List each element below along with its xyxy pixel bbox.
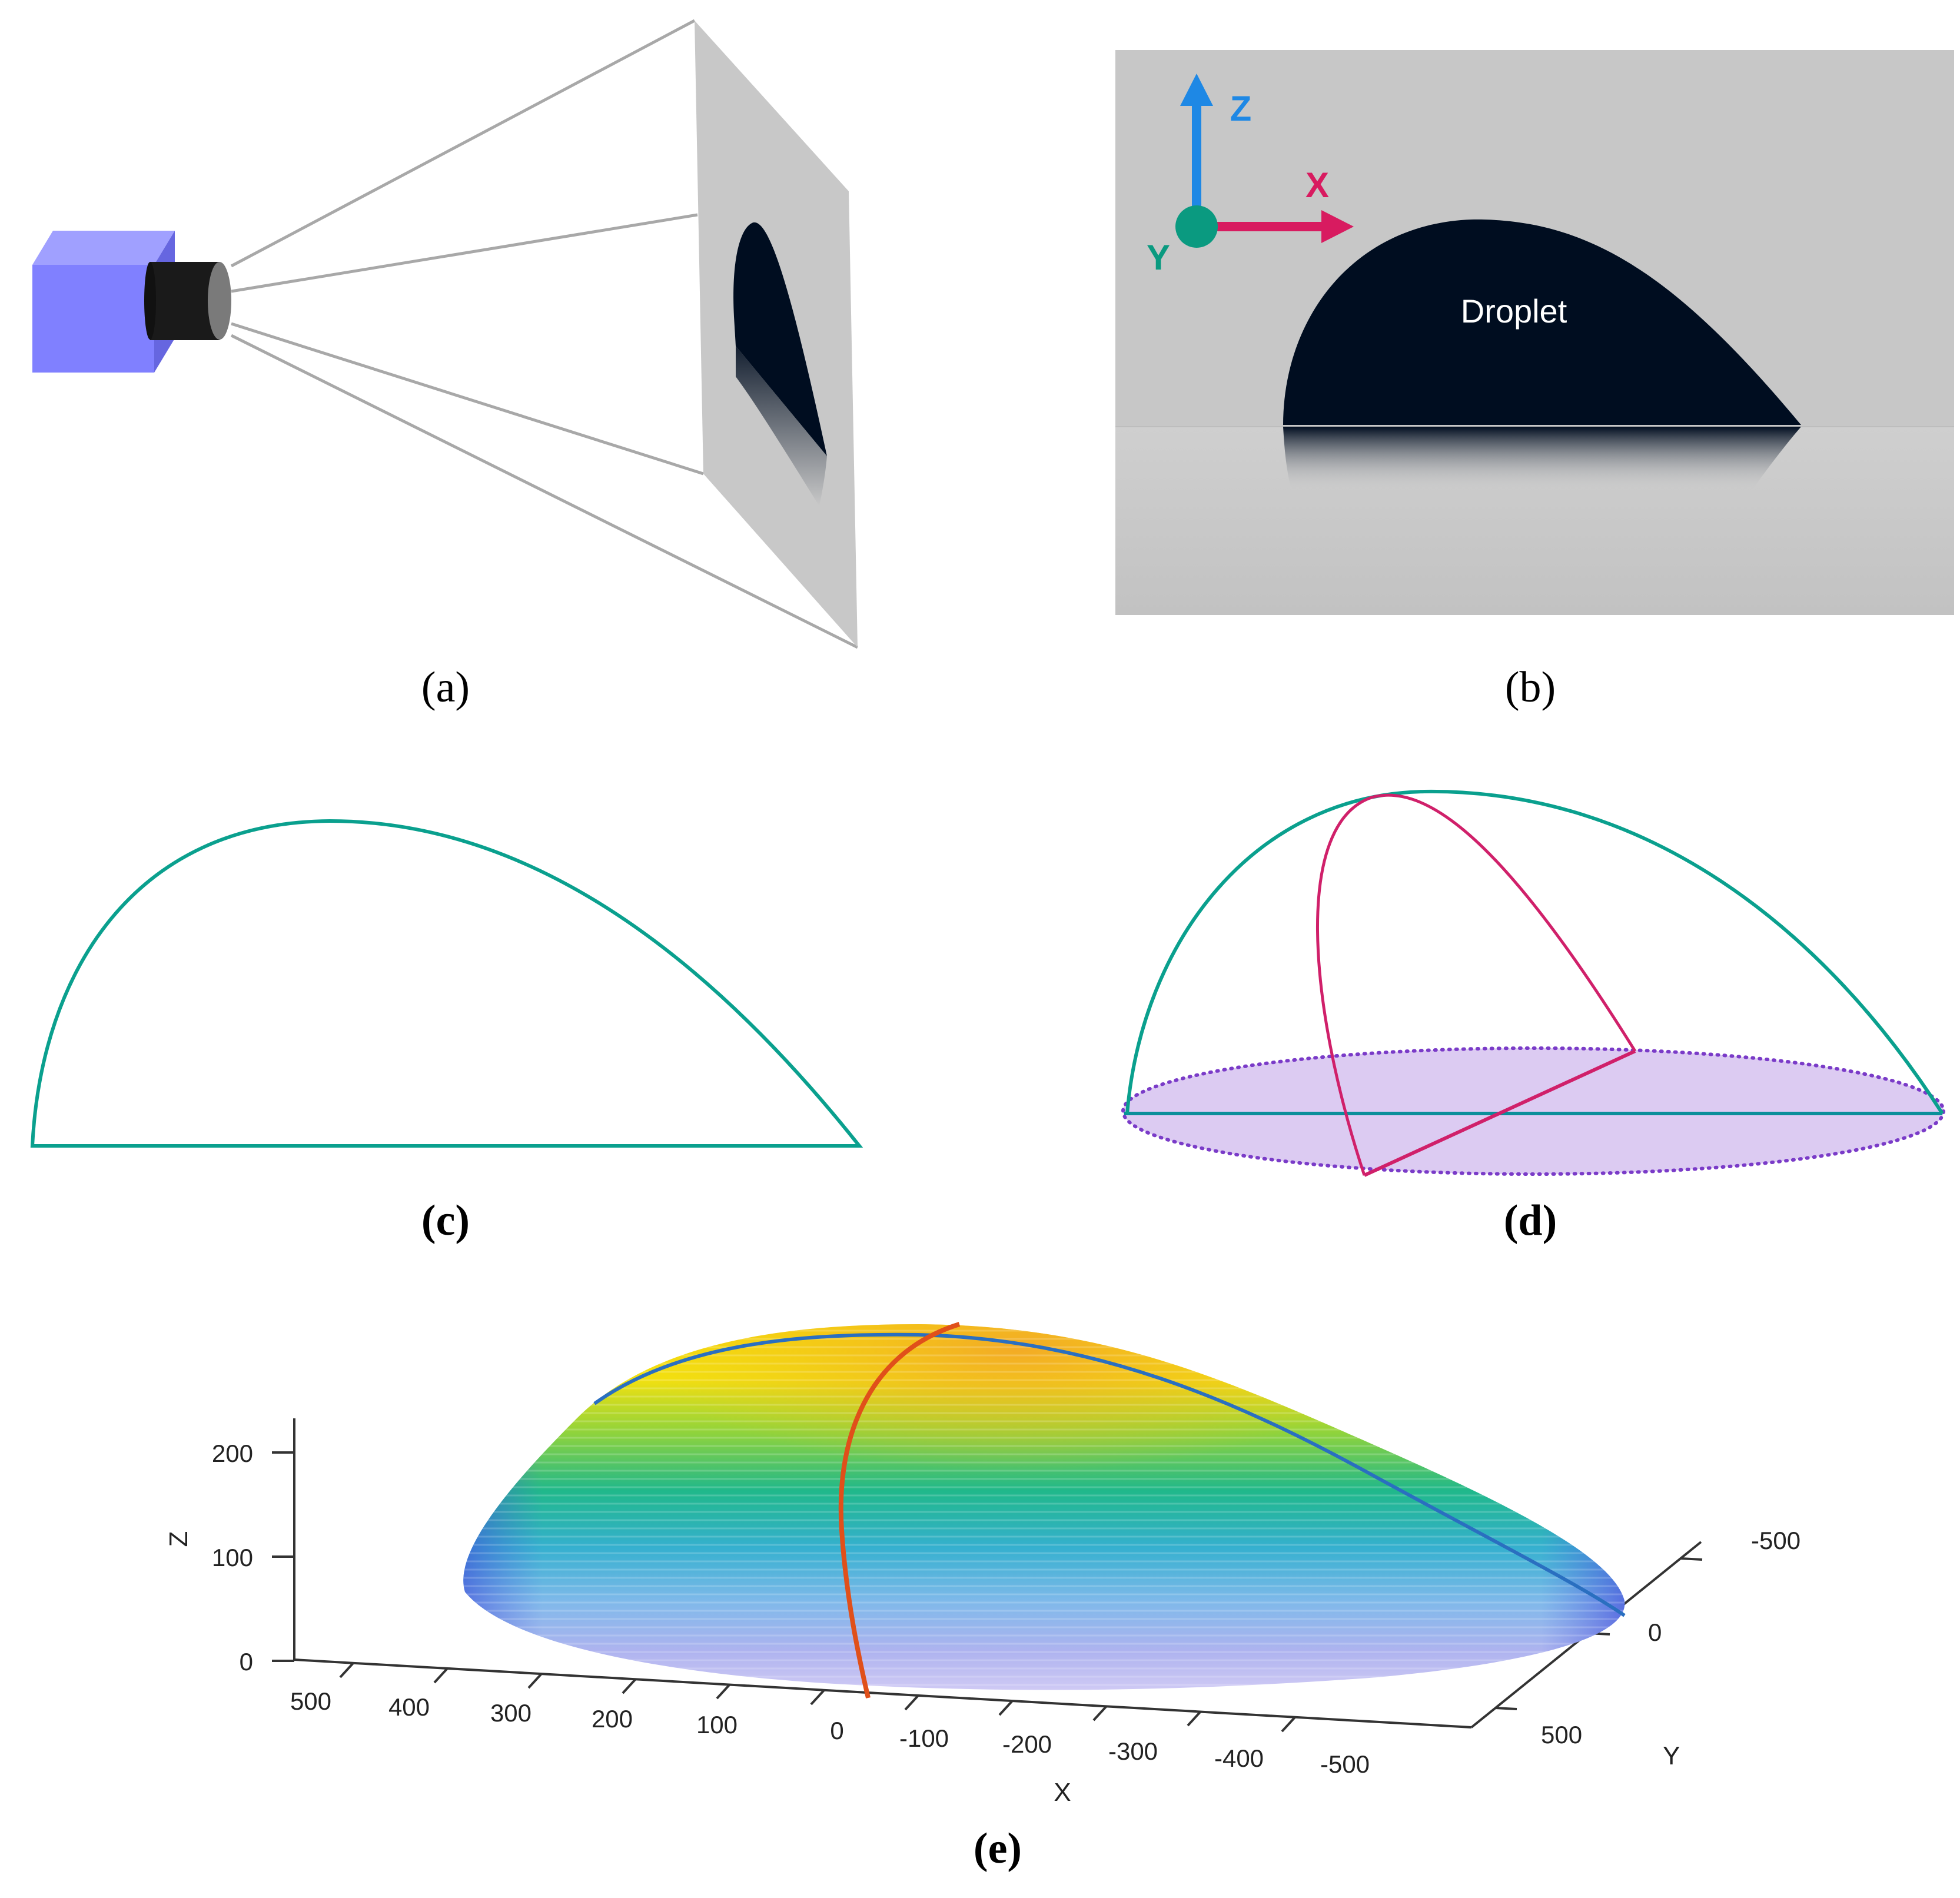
cross-section-curve <box>1316 793 1637 1176</box>
x-tick-labels: 500 400 300 200 100 0 -100 -200 -300 -40… <box>290 1687 1370 1778</box>
axis-y-label: Y <box>1147 238 1170 277</box>
droplet-reflection-b <box>1283 427 1801 491</box>
y-axis-dot-icon <box>1175 205 1218 248</box>
orange-profile-line <box>838 1322 961 1698</box>
x-tick-label: -500 <box>1320 1750 1370 1778</box>
y-tick-minus500: -500 <box>1751 1527 1800 1554</box>
y-tick-500: 500 <box>1541 1721 1582 1749</box>
droplet-shape <box>1283 219 1801 425</box>
droplet-reflection <box>736 346 827 506</box>
z-arrow-icon <box>1180 74 1213 106</box>
z-tick-200: 200 <box>212 1440 253 1467</box>
panel-b: Droplet Z X Y (b) <box>1115 50 1954 712</box>
x-tick-label: 100 <box>696 1711 738 1739</box>
panel-a: (a) <box>32 19 859 712</box>
x-tick-label: 0 <box>830 1717 843 1744</box>
x-tick-label: 300 <box>490 1699 531 1727</box>
axis-z-label: Z <box>1230 89 1252 128</box>
x-tick-label: -100 <box>899 1724 949 1752</box>
base-ellipse <box>1121 1046 1945 1176</box>
panel-c-caption: (c) <box>421 1196 470 1245</box>
panel-e: 200 100 0 Z 500 400 300 200 100 0 -100 -… <box>164 1322 1800 1873</box>
droplet-profile-curve <box>30 819 863 1148</box>
droplet-label: Droplet <box>1461 292 1567 330</box>
z-tick-0: 0 <box>240 1648 253 1676</box>
projection-lines <box>230 19 859 649</box>
axis-x-label: X <box>1305 165 1329 205</box>
droplet-silhouette <box>733 222 827 456</box>
panel-d: (d) <box>1121 789 1945 1245</box>
camera-icon <box>32 231 231 373</box>
base-cross-section-line <box>1363 1049 1636 1177</box>
outer-profile-curve <box>1125 789 1944 1115</box>
x-tick-label: -300 <box>1108 1737 1158 1765</box>
panel-d-caption: (d) <box>1504 1196 1557 1245</box>
x-arrow-icon <box>1321 210 1354 243</box>
x-tick-label: 500 <box>290 1687 331 1715</box>
x-ticks <box>339 1662 1296 1733</box>
z-axis-label: Z <box>164 1531 193 1547</box>
x-tick-label: 200 <box>592 1705 633 1733</box>
blue-profile-line <box>593 1332 1626 1617</box>
y-axis-label: Y <box>1663 1741 1680 1770</box>
point-cloud-surface <box>463 1324 1625 1690</box>
y-tick-0: 0 <box>1648 1618 1662 1646</box>
coordinate-axes: Z X Y <box>1147 74 1354 277</box>
panel-b-caption: (b) <box>1505 663 1556 712</box>
x-tick-label: 400 <box>388 1693 430 1721</box>
z-tick-100: 100 <box>212 1544 253 1571</box>
panel-a-caption: (a) <box>421 663 470 712</box>
x-tick-label: -200 <box>1002 1730 1052 1758</box>
x-tick-label: -400 <box>1214 1744 1264 1772</box>
panel-c: (c) <box>30 819 863 1245</box>
x-axis-label: X <box>1054 1778 1071 1807</box>
panel-e-caption: (e) <box>974 1824 1022 1873</box>
z-ticks <box>272 1451 294 1662</box>
